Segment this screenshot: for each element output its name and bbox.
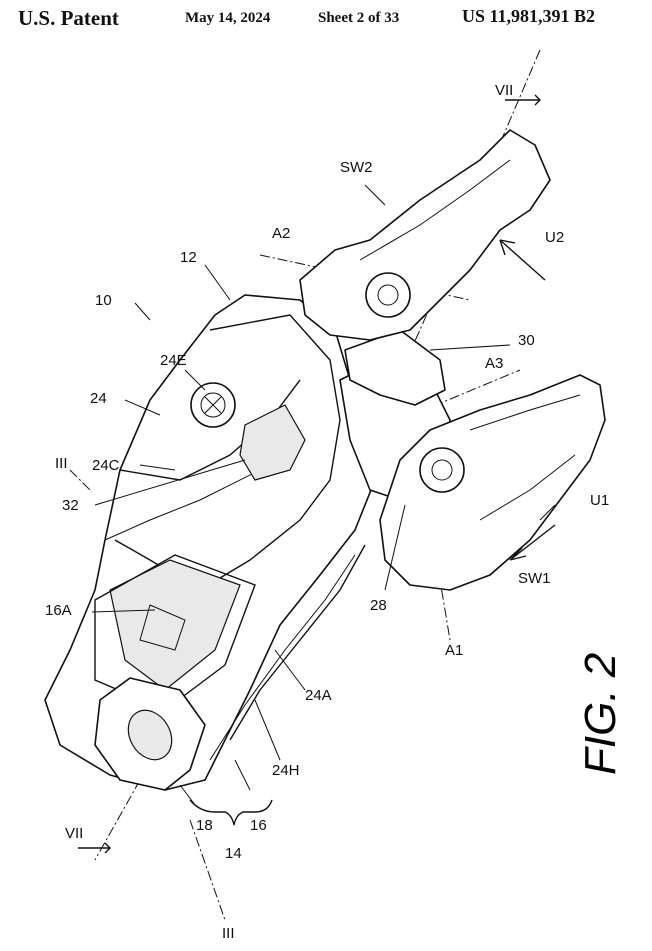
label-24: 24	[90, 390, 107, 407]
label-A1: A1	[445, 642, 463, 659]
label-12: 12	[180, 249, 197, 266]
section-line-III-upper	[69, 469, 93, 493]
lever-SW1	[379, 374, 606, 591]
label-SW1: SW1	[518, 570, 551, 587]
section-line-VII-lower	[94, 779, 141, 861]
label-24H: 24H	[272, 762, 300, 779]
arrow-U1	[509, 524, 556, 561]
label-U2: U2	[545, 229, 564, 246]
sheet-number: Sheet 2 of 33	[318, 10, 400, 26]
brace-14	[189, 799, 273, 826]
label-III-bottom: III	[222, 925, 235, 942]
label-24E: 24E	[160, 352, 187, 369]
label-A3: A3	[485, 355, 503, 372]
label-24C: 24C	[92, 457, 120, 474]
link-30	[344, 329, 446, 406]
label-30: 30	[518, 332, 535, 349]
label-14: 14	[225, 845, 242, 862]
label-16A: 16A	[45, 602, 72, 619]
housing-body-24	[44, 294, 376, 791]
pivot-pin-lower	[419, 447, 465, 493]
arrow-U2	[499, 239, 546, 281]
patent-drawing: 10 12 24 24E 24C 32 16A 24A 24H 16 18 14…	[44, 49, 625, 942]
label-VII-top: VII	[495, 82, 513, 99]
figure-caption: FIG. 2	[576, 653, 625, 775]
label-16: 16	[250, 817, 267, 834]
lever-SW2	[299, 129, 551, 341]
pivot-pin-upper	[365, 272, 411, 318]
label-24A: 24A	[305, 687, 332, 704]
label-10: 10	[95, 292, 112, 309]
label-32: 32	[62, 497, 79, 514]
label-III-top: III	[55, 455, 68, 472]
recess-32	[239, 404, 306, 481]
label-A2: A2	[272, 225, 290, 242]
label-18: 18	[196, 817, 213, 834]
patent-date: May 14, 2024	[185, 10, 271, 26]
patent-number: US 11,981,391 B2	[462, 6, 596, 26]
label-SW2: SW2	[340, 159, 373, 176]
section-line-III-lower	[189, 819, 226, 921]
label-VII-bottom: VII	[65, 825, 83, 842]
patent-title: U.S. Patent	[18, 6, 119, 30]
label-28: 28	[370, 597, 387, 614]
window-opening	[109, 559, 241, 691]
label-U1: U1	[590, 492, 609, 509]
